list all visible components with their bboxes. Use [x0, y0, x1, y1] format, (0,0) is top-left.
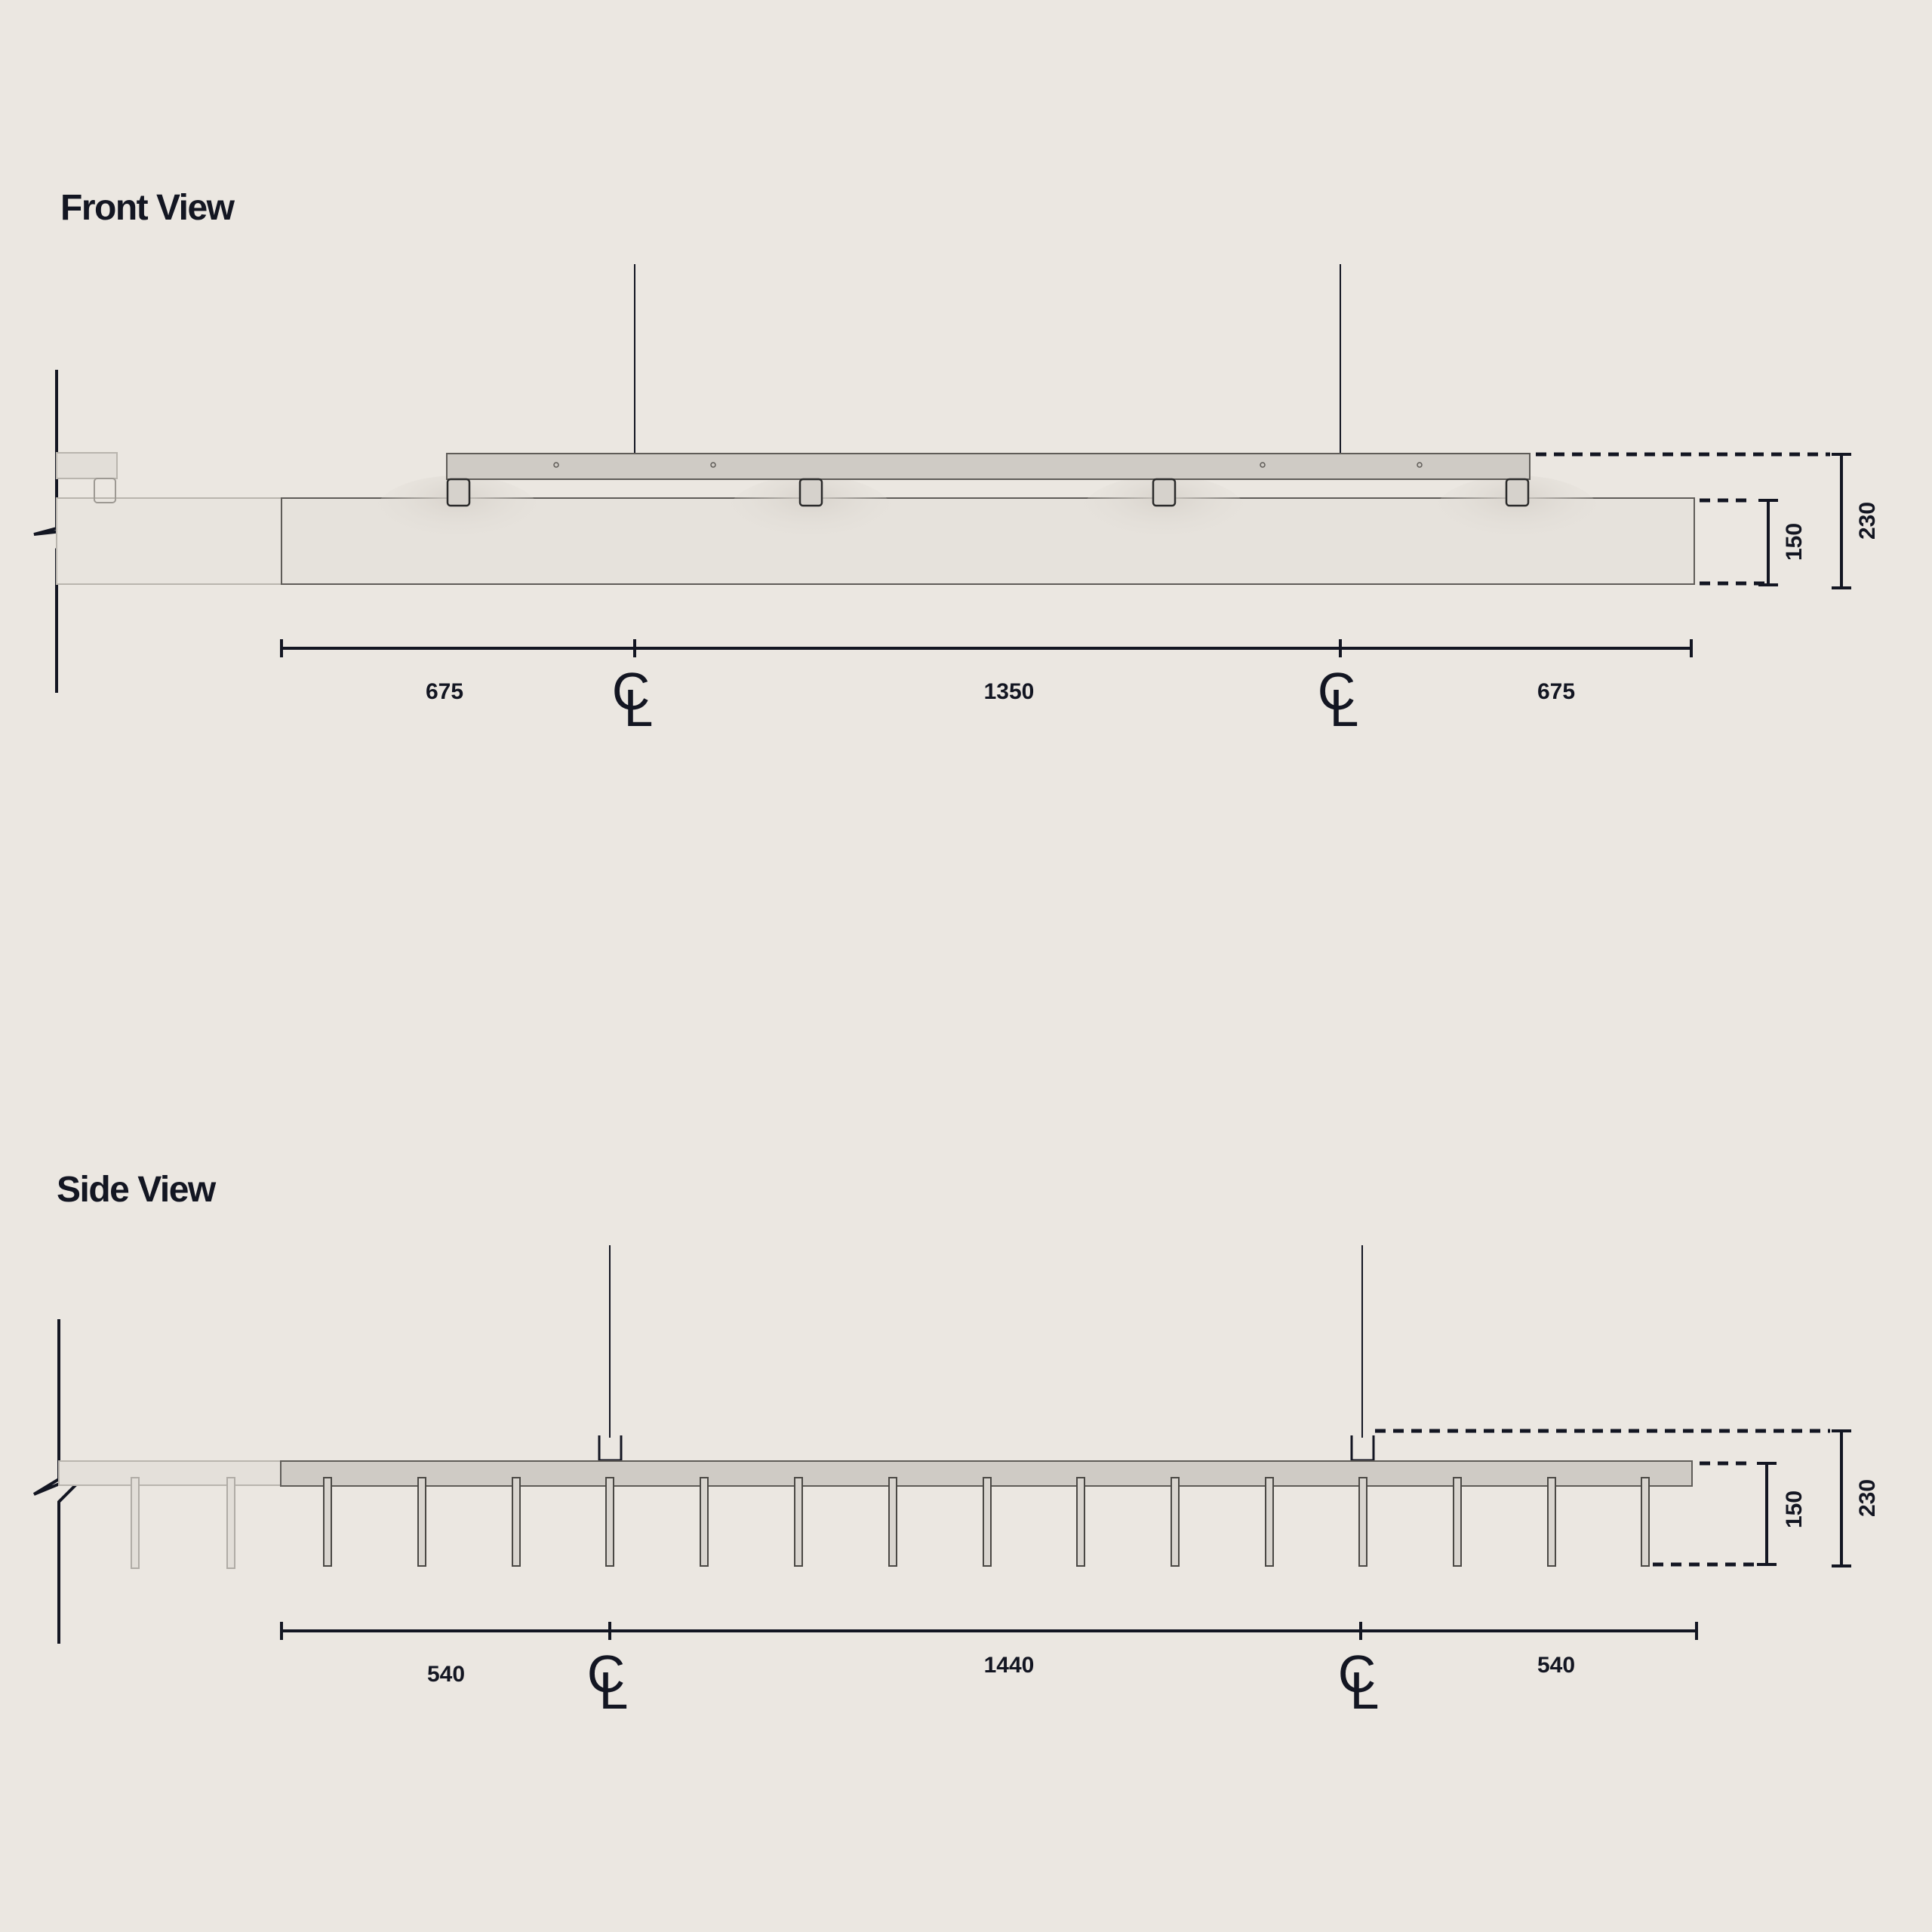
front-dim-right: 675 — [1537, 679, 1575, 704]
front-fixture-ghost — [56, 497, 282, 585]
front-height-dimension-150: 150 — [1700, 498, 1807, 586]
centerline-c: C — [1318, 662, 1356, 721]
side-fin — [605, 1477, 614, 1567]
front-clip — [798, 478, 823, 507]
side-dim-overall-height: 230 — [1855, 1479, 1880, 1517]
side-dim-left: 540 — [427, 1662, 465, 1687]
side-view-drawing: 540 1440 540 C L C L 150 230 — [32, 1245, 1880, 1720]
front-clip — [1152, 478, 1177, 507]
side-view-title: Side View — [57, 1170, 216, 1210]
front-centerline-symbol-right: C L — [1318, 662, 1359, 737]
front-rail-screw — [1417, 462, 1423, 468]
side-centerline-symbol-right: C L — [1338, 1644, 1380, 1720]
front-view-drawing: 675 1350 675 C L C L 150 230 — [33, 264, 1880, 737]
side-centerline-symbol-left: C L — [587, 1644, 629, 1720]
side-dim-right: 540 — [1537, 1653, 1575, 1678]
side-fin — [1076, 1477, 1085, 1567]
front-top-rail — [446, 453, 1531, 480]
front-centerline-symbol-left: C L — [612, 662, 654, 737]
front-dim-center: 1350 — [984, 679, 1035, 704]
front-rail-ghost — [56, 452, 118, 479]
front-horizontal-dimension — [280, 639, 1693, 657]
side-fin — [983, 1477, 992, 1567]
side-fin — [1265, 1477, 1274, 1567]
front-dim-left: 675 — [426, 679, 463, 704]
front-rail-screw — [1260, 462, 1266, 468]
centerline-l: L — [1330, 678, 1359, 737]
side-height-dimension-230: 230 — [1375, 1429, 1880, 1567]
side-fin — [1547, 1477, 1556, 1567]
front-dim-fixture-height: 150 — [1782, 523, 1807, 561]
front-rail-screw — [553, 462, 559, 468]
front-view-title: Front View — [60, 188, 235, 228]
centerline-c: C — [1338, 1644, 1377, 1703]
centerline-l: L — [1350, 1661, 1380, 1720]
front-clip-ghost — [94, 478, 116, 503]
side-fin-ghost — [131, 1477, 140, 1569]
centerline-c: C — [587, 1644, 626, 1703]
side-fin — [1641, 1477, 1650, 1567]
side-fins — [323, 1477, 1650, 1567]
side-dim-fixture-height: 150 — [1782, 1491, 1807, 1528]
front-dim-overall-height: 230 — [1855, 502, 1880, 540]
side-horizontal-dimension — [280, 1622, 1698, 1640]
side-fin-ghost — [226, 1477, 235, 1569]
side-fin — [417, 1477, 426, 1567]
front-clip — [1505, 478, 1530, 507]
front-rail-screw — [710, 462, 716, 468]
centerline-l: L — [624, 678, 654, 737]
front-clip — [446, 478, 471, 507]
side-hanger-right — [1350, 1435, 1375, 1462]
centerline-l: L — [599, 1661, 629, 1720]
side-fin — [512, 1477, 521, 1567]
side-fin — [1171, 1477, 1180, 1567]
front-height-dimension-230: 230 — [1536, 452, 1880, 589]
side-fin — [888, 1477, 897, 1567]
side-height-dimension-150: 150 — [1653, 1461, 1807, 1567]
side-hanger-left — [598, 1435, 623, 1462]
side-dim-center: 1440 — [984, 1653, 1035, 1678]
side-bar-ghost — [58, 1460, 281, 1486]
side-fin — [700, 1477, 709, 1567]
side-fin — [794, 1477, 803, 1567]
side-fin — [1453, 1477, 1462, 1567]
centerline-c: C — [612, 662, 651, 721]
side-fin — [1358, 1477, 1367, 1567]
side-fin — [323, 1477, 332, 1567]
